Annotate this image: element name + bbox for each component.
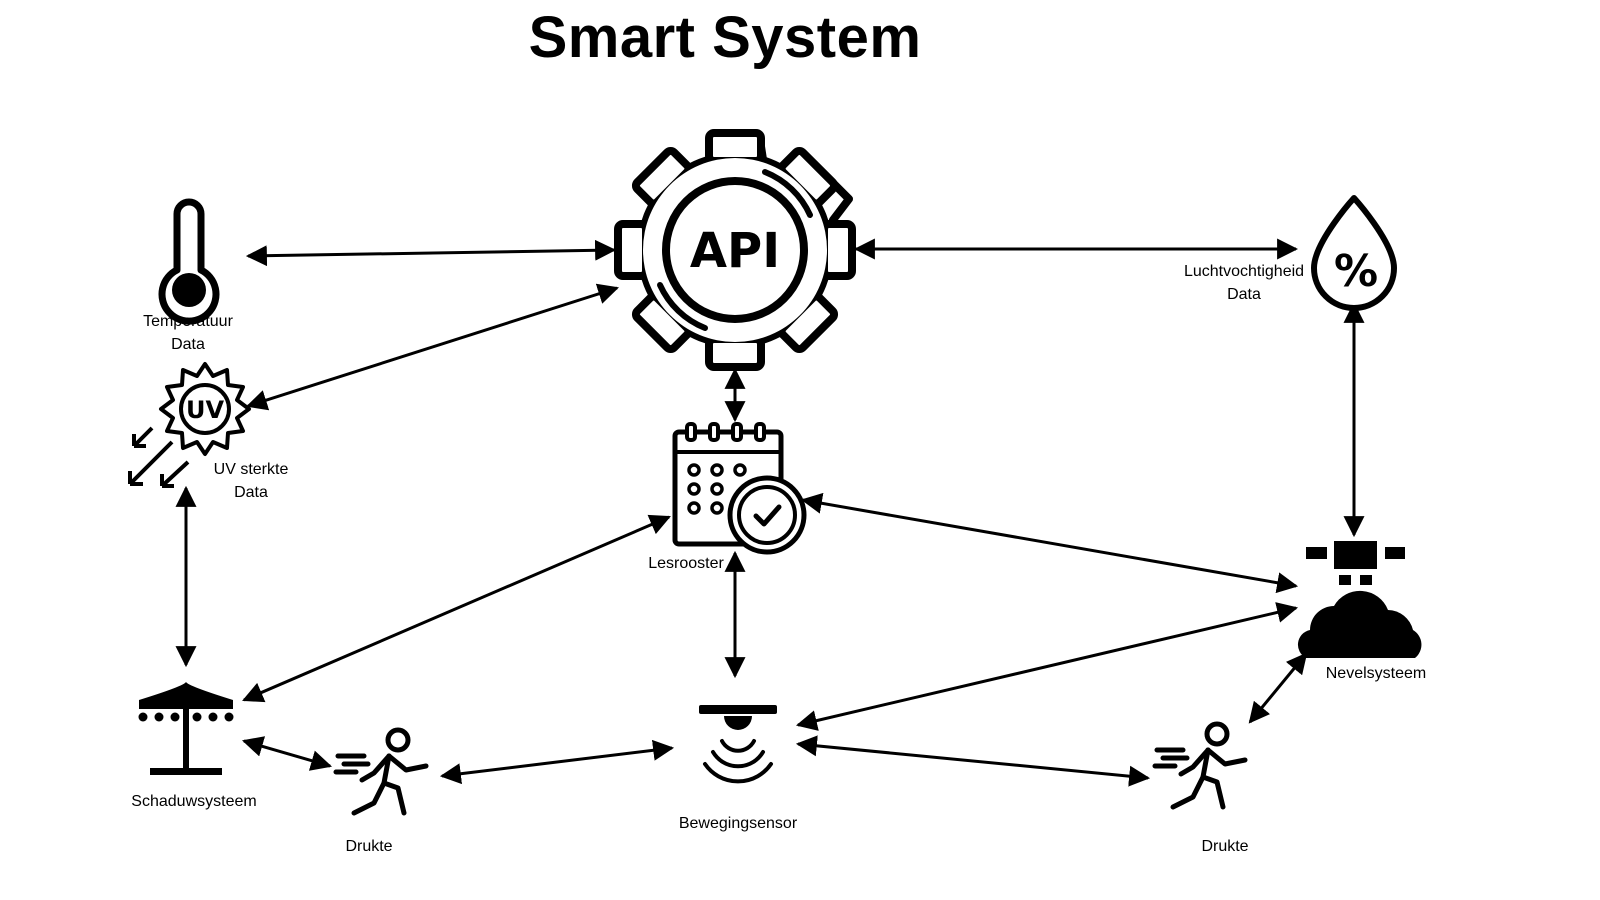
temperature-label: Temperatuur Data — [132, 310, 244, 356]
connector-uv-api — [245, 283, 620, 411]
connector-temperature-api — [245, 239, 617, 267]
crowd-right-label: Drukte — [1201, 838, 1249, 855]
connector-schedule-shade — [242, 514, 671, 703]
api-label: API — [690, 223, 780, 279]
water-drop-icon: % — [1311, 195, 1397, 311]
temperature-label-line2: Data — [171, 336, 205, 353]
motion-label: Bewegingsensor — [678, 815, 798, 832]
uv-label-line1: UV sterkte — [213, 461, 289, 478]
connector-motion-crowd-right — [795, 735, 1151, 787]
connector-shade-crowd-left — [241, 736, 333, 771]
motion-sensor-icon — [699, 705, 777, 784]
calendar-clock-icon — [672, 422, 807, 555]
connector-schedule-mist — [800, 492, 1299, 594]
connectors — [175, 238, 1365, 787]
umbrella-icon — [138, 682, 234, 775]
uv-icon-text: UV — [186, 396, 224, 424]
humidity-icon-text: % — [1334, 246, 1378, 297]
mist-cloud-icon — [1297, 541, 1422, 658]
uv-label: UV sterkte Data — [196, 458, 306, 504]
connector-mist-crowd-right — [1248, 652, 1308, 724]
humidity-label-line1: Luchtvochtigheid — [1183, 263, 1305, 280]
uv-label-line2: Data — [234, 484, 268, 501]
shade-label: Schaduwsysteem — [131, 793, 257, 810]
humidity-label: Luchtvochtigheid Data — [1176, 260, 1312, 306]
diagram-title: Smart System — [528, 5, 922, 70]
connector-crowd-left-motion — [439, 739, 675, 785]
temperature-label-line1: Temperatuur — [143, 313, 233, 330]
schedule-label: Lesrooster — [648, 555, 724, 572]
mist-label: Nevelsysteem — [1325, 665, 1427, 682]
uv-sun-icon: UV — [128, 362, 251, 488]
crowd-left-label: Drukte — [345, 838, 393, 855]
gear-icon: API — [614, 129, 856, 371]
humidity-label-line2: Data — [1227, 286, 1261, 303]
running-person-icon — [1152, 721, 1248, 810]
thermometer-icon — [158, 198, 220, 325]
connector-motion-mist — [795, 602, 1299, 731]
running-person-icon — [333, 727, 429, 816]
